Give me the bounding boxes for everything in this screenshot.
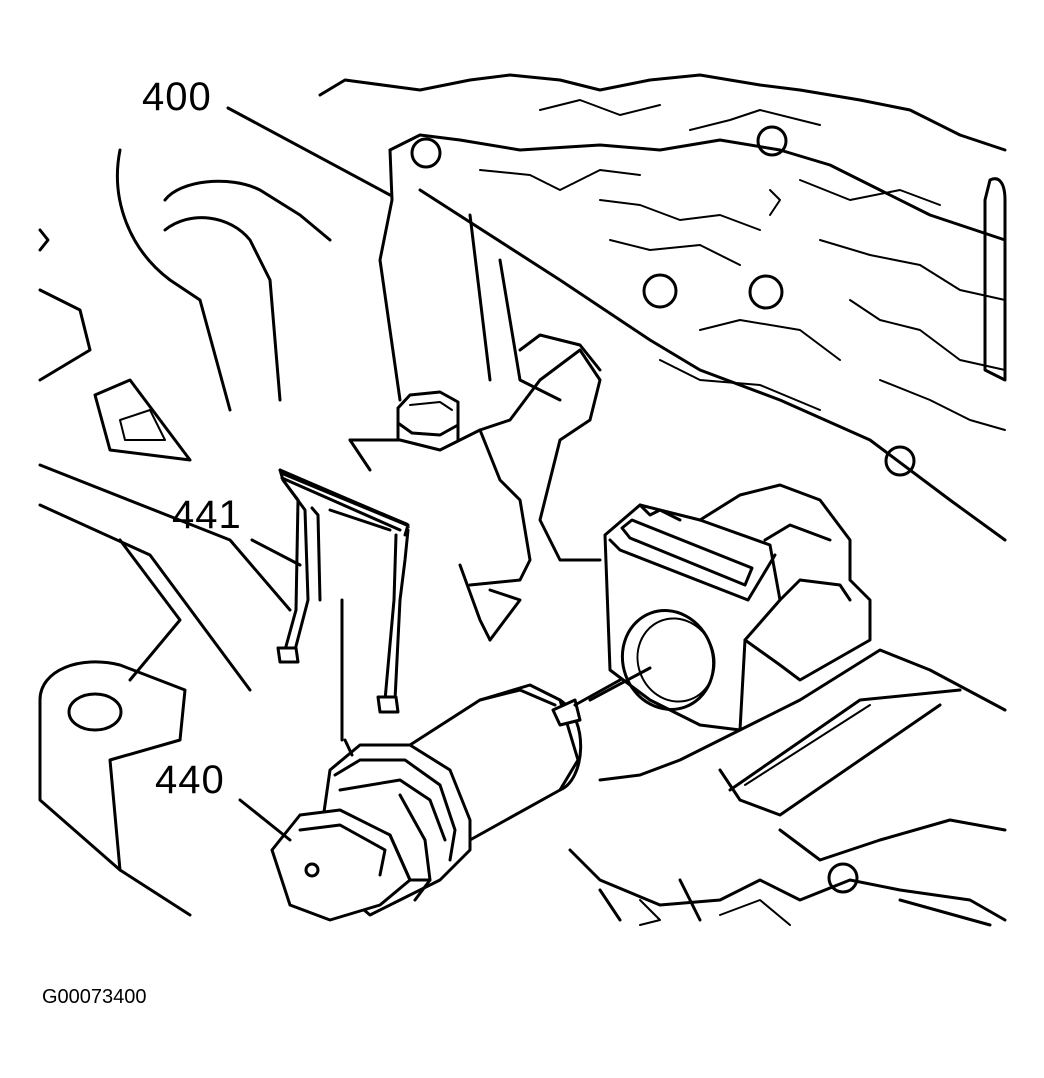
callout-440: 440 bbox=[155, 758, 225, 802]
bolt bbox=[396, 390, 460, 442]
lower-valve-body bbox=[568, 648, 1007, 927]
callout-441: 441 bbox=[172, 493, 242, 537]
figure-id: G00073400 bbox=[42, 986, 147, 1008]
transmission-case bbox=[38, 148, 332, 917]
sensor-housing-boss bbox=[348, 333, 602, 642]
leader-lines bbox=[226, 106, 652, 842]
sensor-bore-block bbox=[603, 483, 872, 732]
valve-body-400 bbox=[318, 73, 1007, 542]
callout-400: 400 bbox=[142, 75, 212, 119]
retainer-clip-441 bbox=[276, 468, 410, 714]
speed-sensor-440 bbox=[270, 678, 622, 922]
